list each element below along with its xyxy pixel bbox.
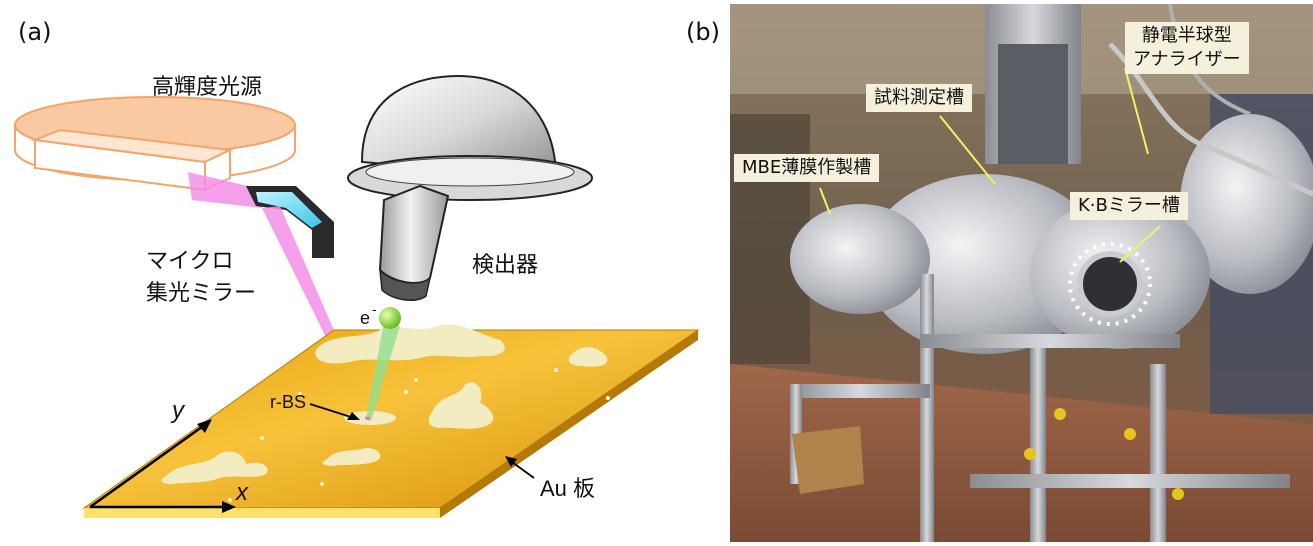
panel-a-label: (a) [18,18,51,46]
panel-b-photo: 静電半球型 アナライザー 試料測定槽 MBE薄膜作製槽 K·Bミラー槽 [730,4,1313,542]
panel-b-label: (b) [686,18,720,46]
sample-chamber-callout: 試料測定槽 [866,84,972,112]
kb-chamber-callout: K·Bミラー槽 [1070,192,1188,220]
electron-ball [379,307,401,329]
analyzer-line2: アナライザー [1133,48,1241,72]
analyzer-line1: 静電半球型 [1133,24,1241,48]
y-axis-label: y [170,397,186,424]
x-axis-label: x [235,479,249,506]
detector-label: 検出器 [472,253,538,278]
electron-sup: - [372,301,377,317]
mirror-label-line2: 集光ミラー [146,281,256,306]
mirror-label-line1: マイクロ [146,249,234,274]
au-plate-label: Au 板 [540,476,595,501]
light-source-label: 高輝度光源 [152,75,262,100]
panel-a-diagram: (a) [0,0,725,542]
au-arrow [512,462,534,478]
light-source [15,97,295,190]
equipment-photo [730,4,1313,542]
mbe-chamber-callout: MBE薄膜作製槽 [734,154,879,182]
electron-label: e [360,308,370,328]
detector [348,76,592,300]
schematic-svg: 高輝度光源 マイクロ 集光ミラー 検出器 e - r-BS Au 板 x y [0,0,725,542]
rbs-label: r-BS [270,392,306,412]
analyzer-callout: 静電半球型 アナライザー [1125,22,1249,74]
